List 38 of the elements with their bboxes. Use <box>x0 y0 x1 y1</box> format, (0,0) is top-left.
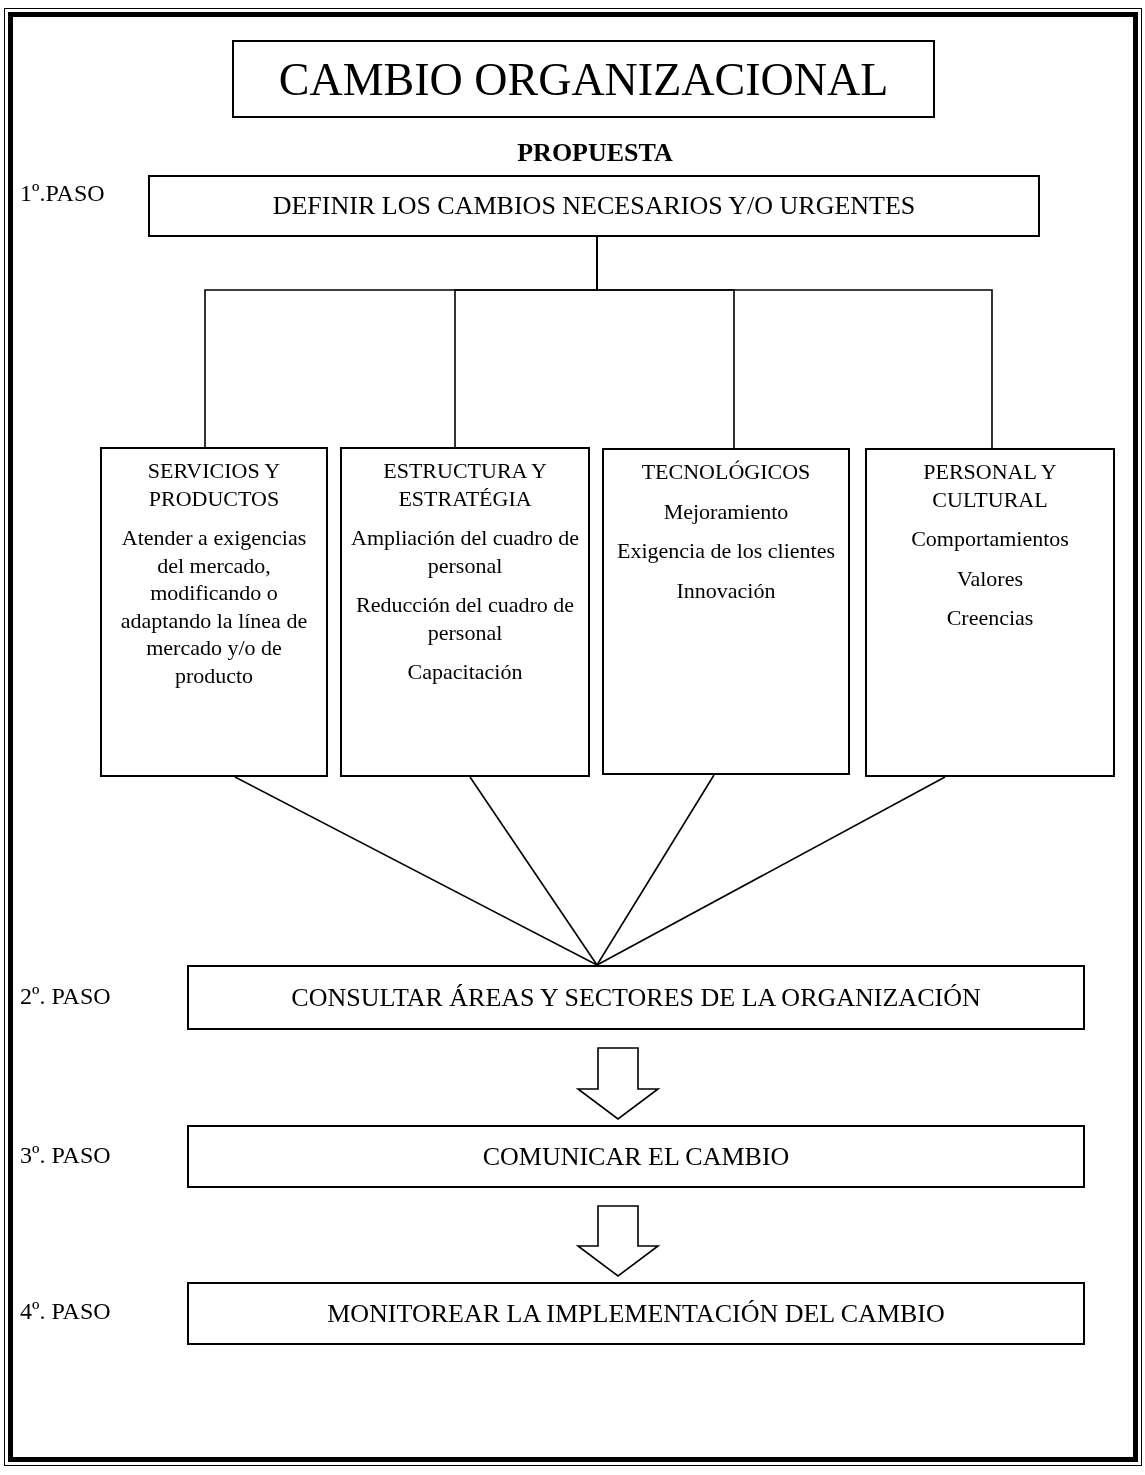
category-box <box>865 448 1115 777</box>
category-item: Valores <box>957 564 1023 592</box>
category-title: TECNOLÓGICOS <box>641 458 811 486</box>
step-number: 2º. PASO <box>20 983 111 1010</box>
connector-line <box>234 776 598 966</box>
category-item: Reducción del cuadro de personal <box>354 591 576 646</box>
category-item: Exigencia de los clientes <box>616 537 836 565</box>
category-item: Capacitación <box>407 658 523 686</box>
block-arrow <box>575 1047 661 1120</box>
step-box <box>187 1282 1085 1345</box>
category-item: Ampliación del cuadro de personal <box>350 524 580 579</box>
category-title: SERVICIOS Y PRODUCTOS <box>146 457 282 512</box>
title-box: CAMBIO ORGANIZACIONAL <box>232 40 935 118</box>
block-arrow <box>575 1205 661 1277</box>
category-box <box>602 448 850 775</box>
section-heading: PROPUESTA <box>516 138 674 168</box>
category-box <box>100 447 328 777</box>
step-number: 4º. PASO <box>20 1298 111 1325</box>
step-number: 1º.PASO <box>20 180 105 207</box>
step-box <box>148 175 1040 237</box>
step-text: MONITOREAR LA IMPLEMENTACIÓN DEL CAMBIO <box>327 1297 945 1330</box>
category-item: Atender a exigencias del mercado, modificando o adaptando la línea de mercado y/o de producto <box>119 524 309 689</box>
step-text: CONSULTAR ÁREAS Y SECTORES DE LA ORGANIZACIÓN <box>291 981 981 1014</box>
step-number: 3º. PASO <box>20 1142 111 1169</box>
category-item: Innovación <box>676 576 776 604</box>
category-item: Creencias <box>946 604 1034 632</box>
category-item: Comportamientos <box>911 525 1069 553</box>
connector-line <box>469 776 598 966</box>
step-text: DEFINIR LOS CAMBIOS NECESARIOS Y/O URGENTES <box>272 190 916 222</box>
step-text: COMUNICAR EL CAMBIO <box>482 1140 790 1173</box>
category-item: Mejoramiento <box>663 497 789 525</box>
category-box <box>340 447 590 777</box>
step-box <box>187 965 1085 1030</box>
connector-line <box>596 774 715 966</box>
connector-line <box>596 776 946 966</box>
step-box <box>187 1125 1085 1188</box>
category-title: ESTRUCTURA Y ESTRATÉGIA <box>382 457 548 512</box>
category-title: PERSONAL Y CULTURAL <box>922 458 1058 513</box>
